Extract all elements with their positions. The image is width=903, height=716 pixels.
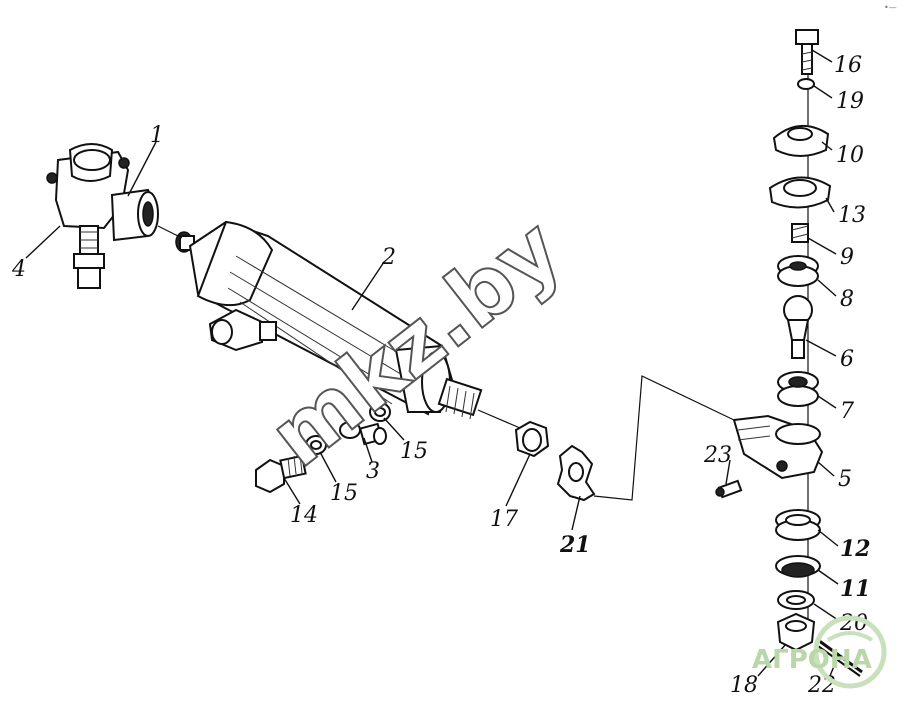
- callout-6: 6: [840, 347, 854, 372]
- part-7-insert: [777, 371, 819, 407]
- part-23-grease-fitting: [715, 479, 743, 499]
- part-8-seat: [777, 255, 819, 287]
- part-19-washer: [797, 78, 815, 90]
- part-15-washer-b: [305, 435, 327, 455]
- callout-16: 16: [834, 53, 862, 78]
- callout-15-lower: 15: [330, 481, 358, 506]
- part-17-nut: [514, 420, 550, 458]
- callout-2: 2: [381, 245, 396, 270]
- part-6-ball-pin: [783, 295, 813, 359]
- assembly-path-21-5: [593, 375, 735, 501]
- callout-4: 4: [11, 257, 26, 282]
- callout-11: 11: [840, 576, 871, 602]
- part-15-washer-a: [369, 402, 391, 422]
- callout-15-upper: 15: [400, 439, 428, 464]
- callout-5: 5: [838, 467, 852, 492]
- part-22-cotter-pin: [817, 638, 863, 677]
- part-14-bolt: [255, 454, 307, 494]
- callout-1: 1: [150, 123, 164, 148]
- part-1-sleeve: [110, 188, 159, 242]
- logo-text: АГРОНА: [752, 645, 872, 675]
- callout-18: 18: [730, 673, 758, 698]
- axis-line-2-17: [477, 409, 521, 429]
- part-3-plug: [359, 422, 387, 446]
- leader-lines: [25, 49, 839, 677]
- part-9-spring: [791, 223, 809, 243]
- part-20-washer: [777, 590, 815, 610]
- part-18-castle-nut: [776, 612, 816, 652]
- part-2-cylinder: [188, 220, 483, 420]
- seal-ring: [339, 421, 361, 439]
- callout-19: 19: [836, 89, 864, 114]
- part-4-housing: [46, 143, 130, 289]
- corner-mark: •—: [884, 3, 897, 12]
- callout-13: 13: [838, 203, 866, 228]
- part-16-bolt: [795, 29, 819, 75]
- part-21-lock-washer: [556, 444, 596, 502]
- part-13-gasket: [768, 176, 832, 209]
- callout-12: 12: [840, 536, 871, 562]
- callout-10: 10: [836, 143, 864, 168]
- callout-7: 7: [840, 399, 854, 424]
- callout-17: 17: [490, 507, 518, 532]
- callout-numbers: 1 2 3 4 5 6 7 8 9 10 11 12 13 14 15 15 1…: [11, 53, 871, 698]
- brand-logo: АГРОНА: [752, 615, 887, 689]
- callout-9: 9: [840, 245, 854, 270]
- callout-21: 21: [559, 532, 591, 558]
- part-5-housing: [732, 414, 824, 480]
- axis-line-1-2: [157, 225, 183, 239]
- callout-3: 3: [366, 459, 380, 484]
- callout-22: 22: [807, 673, 836, 698]
- callout-8: 8: [840, 287, 854, 312]
- part-10-cover: [772, 125, 830, 157]
- part-12-seal: [775, 509, 821, 541]
- callout-14: 14: [290, 503, 318, 528]
- part-11-ring: [775, 555, 821, 578]
- callout-23: 23: [703, 443, 732, 468]
